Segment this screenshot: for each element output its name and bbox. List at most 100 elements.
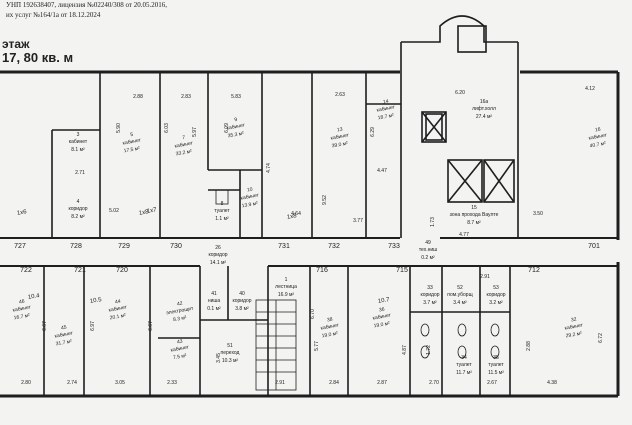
dimension-label: 5.02 (109, 208, 119, 214)
room-number: 34 (461, 355, 467, 361)
room-number: 40 (239, 291, 245, 297)
dimension-label: 3.05 (115, 380, 125, 386)
room-area: 19.0 м² (373, 321, 390, 330)
dimension-label: 3.50 (533, 211, 543, 217)
dimension-label: 6.29 (370, 127, 376, 137)
room-number: 38 (327, 317, 334, 324)
dimension-label: 9.52 (322, 195, 328, 205)
room-area: 0.2 м² (421, 255, 435, 261)
room-area: 16.9 м² (278, 292, 295, 298)
room-area: 27.4 м² (476, 114, 493, 120)
window-mark: 732 (328, 243, 340, 250)
dimension-label: 6.09 (224, 123, 230, 133)
dimension-label: 4.12 (585, 86, 595, 92)
window-mark: 716 (316, 267, 328, 274)
dimension-label: 2.71 (75, 170, 85, 176)
room-number: 36 (379, 307, 386, 314)
room-name: коридор (68, 206, 87, 212)
room-number: 33 (427, 285, 433, 291)
room-name: кабинет (564, 322, 584, 331)
annotation: 10.4 (28, 293, 41, 301)
room-number: 32 (571, 317, 578, 324)
room-area: 33.2 м² (175, 149, 192, 158)
dimension-label: 1.73 (430, 217, 436, 227)
room-name: пом.уборщ (447, 292, 472, 298)
stair-flights (255, 299, 297, 391)
room-area: 29.2 м² (565, 331, 582, 340)
dimension-label: 5.97 (192, 127, 198, 137)
floor-title: этаж (2, 37, 30, 51)
room-area: 17.5 м² (123, 146, 140, 155)
room-area: 16.7 м² (13, 313, 30, 322)
room-name: кабинет (226, 122, 246, 131)
room-area: 10.3 м² (222, 358, 239, 364)
room-number: 45 (61, 325, 68, 332)
dimension-label: 2.91 (480, 274, 490, 280)
room-area: 11.5 м² (488, 370, 504, 376)
room-name: лестница (275, 284, 297, 290)
dimension-label: 6.20 (455, 90, 465, 96)
room-name: ниша (208, 298, 221, 304)
window-mark: 712 (528, 267, 540, 274)
annotation: 1x8 (287, 213, 298, 221)
room-name: кабинет (69, 139, 88, 145)
room-area: 8.2 м² (71, 214, 85, 220)
dimension-label: 2.83 (181, 94, 191, 100)
room-name: электрощит (166, 306, 195, 317)
room-number: 10 (247, 187, 254, 194)
room-area: 35.3 м² (227, 131, 244, 140)
license-line: УНП 192638407, лицензия №02240/308 от 20… (6, 1, 167, 9)
dimension-label: 4.47 (377, 168, 387, 174)
annotation: 10.5 (90, 297, 103, 305)
window-mark: 727 (14, 243, 26, 250)
window-mark: 715 (396, 267, 408, 274)
window-mark: 720 (116, 267, 128, 274)
room-area: 31.7 м² (55, 339, 72, 348)
room-name: лифт.холл (472, 106, 496, 112)
room-area: 3.8 м² (235, 306, 249, 312)
elevator-core (401, 15, 518, 203)
dimension-label: 2.80 (21, 380, 31, 386)
room-area: 14.1 м² (210, 260, 227, 266)
room-number: 1 (285, 277, 288, 283)
services-line: их услуг №164/1а от 18.12.2024 (6, 11, 101, 19)
room-area: 3.4 м² (453, 300, 467, 306)
room-area: 8.3 м² (173, 315, 188, 323)
room-number: 3 (77, 132, 80, 138)
dimension-label: 6.97 (90, 321, 96, 331)
room-name: кабинет (372, 312, 392, 321)
room-area: 13.9 м² (241, 201, 258, 210)
room-name: кабинет (54, 330, 74, 339)
annotation: 1x7 (147, 207, 158, 215)
dimension-label: 2.88 (133, 94, 143, 100)
room-number: 16 (595, 127, 602, 134)
room-area: 8.7 м² (467, 220, 481, 226)
room-number: 14 (383, 99, 390, 106)
room-name: кабинет (108, 304, 128, 313)
room-number: 42 (177, 301, 184, 308)
room-number: 49 (425, 240, 431, 246)
exterior-walls (0, 70, 620, 398)
room-number: 46 (19, 299, 26, 306)
window-mark: 731 (278, 243, 290, 250)
room-number: 15 (471, 205, 477, 211)
room-area: 8.1 м² (71, 147, 85, 153)
corridor-walls (0, 237, 618, 267)
room-name: коридор (232, 298, 251, 304)
room-area: 19.0 м² (321, 331, 338, 340)
room-number: 5 (130, 132, 134, 138)
room-number: 51 (227, 343, 233, 349)
